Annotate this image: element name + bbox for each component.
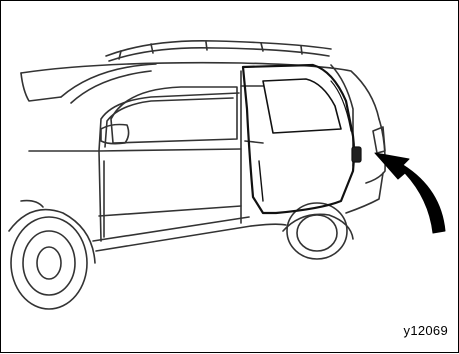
- roof-rail: [106, 41, 331, 61]
- arrow-icon: [375, 153, 445, 233]
- figure-code: y12069: [404, 323, 448, 338]
- door-opening: [241, 71, 263, 223]
- front-door: [99, 93, 241, 241]
- van-body: [21, 63, 385, 251]
- front-wheel: [9, 210, 95, 309]
- sliding-door: [243, 65, 361, 213]
- door-handle: [352, 147, 361, 162]
